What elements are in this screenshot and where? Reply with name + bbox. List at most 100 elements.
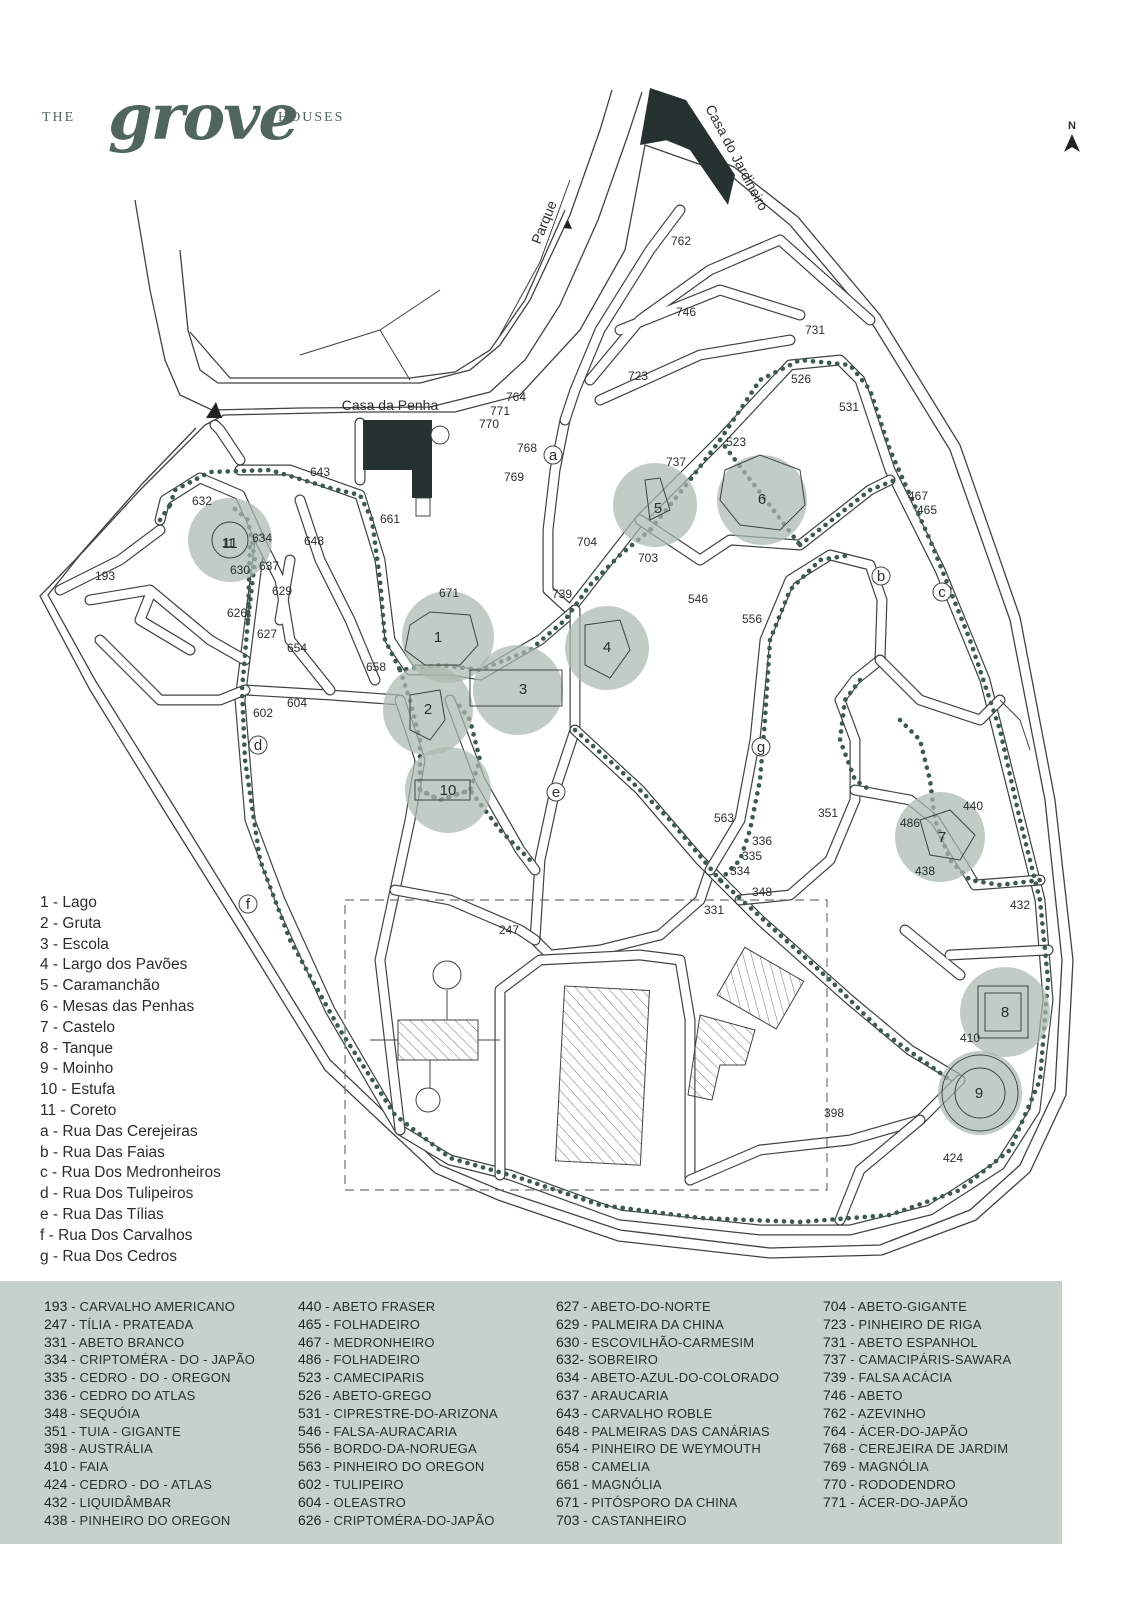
species-name: FALSA ACÁCIA — [858, 1370, 952, 1386]
species-separator: - — [846, 1387, 858, 1403]
species-name: RODODENDRO — [858, 1476, 956, 1492]
species-separator: - — [67, 1441, 79, 1457]
species-number: 762 — [823, 1404, 847, 1421]
tree-number-634: 634 — [252, 531, 272, 545]
species-row: 771 - ÁCER-DO-JAPÃO — [823, 1494, 1011, 1512]
tree-number-643: 643 — [310, 465, 330, 479]
species-name: CEDRO DO ATLAS — [79, 1387, 196, 1403]
species-number: 335 — [44, 1369, 68, 1386]
species-row: 523 - CAMECIPARIS — [298, 1369, 498, 1387]
species-separator: - — [321, 1316, 334, 1332]
species-separator: - — [579, 1334, 592, 1350]
legend-item: 11 - Coreto — [40, 1101, 117, 1119]
tree-number-193: 193 — [95, 569, 115, 583]
species-name: TULIPEIRO — [333, 1476, 404, 1492]
species-separator: - — [321, 1370, 334, 1386]
species-name: ABETO-GREGO — [332, 1387, 432, 1403]
species-number: 432 — [44, 1493, 68, 1510]
tree-number-731: 731 — [805, 323, 825, 337]
street-letter-d: d — [254, 737, 262, 754]
species-row: 637 - ARAUCARIA — [556, 1387, 779, 1405]
species-row: 739 - FALSA ACÁCIA — [823, 1369, 1011, 1387]
species-row: 424 - CEDRO - DO - ATLAS — [44, 1476, 255, 1494]
tree-number-531: 531 — [839, 400, 859, 414]
tree-number-247: 247 — [499, 923, 519, 937]
species-separator: - — [579, 1423, 592, 1439]
species-row: 410 - FAIA — [44, 1458, 255, 1476]
species-separator: - — [321, 1441, 334, 1457]
legend-item: 9 - Moinho — [40, 1060, 114, 1078]
species-name: MAGNÓLIA — [858, 1459, 929, 1475]
street-letter-a: a — [549, 447, 558, 464]
species-row: 627 - ABETO-DO-NORTE — [556, 1298, 779, 1316]
legend-item: c - Rua Dos Medronheiros — [40, 1164, 221, 1182]
species-row: 643 - CARVALHO ROBLE — [556, 1405, 779, 1423]
tree-number-771: 771 — [490, 404, 510, 418]
species-row: 348 - SEQUÓIA — [44, 1405, 255, 1423]
species-name: AUSTRÁLIA — [78, 1441, 153, 1457]
tree-number-526: 526 — [791, 372, 811, 386]
tree-number-351: 351 — [818, 806, 838, 820]
species-number: 658 — [556, 1458, 580, 1475]
tree-number-769: 769 — [504, 470, 524, 484]
species-separator: - — [321, 1494, 334, 1510]
species-separator: - — [321, 1299, 333, 1314]
poi-number-11: 11 — [222, 535, 238, 552]
species-name: OLEASTRO — [333, 1494, 406, 1510]
tree-number-739: 739 — [552, 587, 572, 601]
species-number: 731 — [823, 1333, 847, 1350]
species-name: ABETO-GIGANTE — [857, 1299, 968, 1314]
brand-prefix: THE — [42, 110, 76, 125]
species-number: 531 — [298, 1404, 322, 1421]
tree-number-556: 556 — [742, 612, 762, 626]
species-row: 467 - MEDRONHEIRO — [298, 1334, 498, 1352]
species-name: ESCOVILHÃO-CARMESIM — [591, 1334, 755, 1350]
parque-arrow-icon — [563, 220, 572, 229]
species-row: 602 - TULIPEIRO — [298, 1476, 498, 1494]
species-name: FALSA-AURACARIA — [333, 1423, 458, 1439]
tree-number-768: 768 — [517, 441, 537, 455]
species-number: 629 — [556, 1315, 580, 1332]
species-name: FOLHADEIRO — [333, 1352, 421, 1368]
species-name: CARVALHO AMERICANO — [79, 1299, 236, 1314]
species-row: 351 - TUIA - GIGANTE — [44, 1423, 255, 1441]
tree-number-486: 486 — [900, 816, 920, 830]
poi-number-1: 1 — [434, 629, 442, 646]
species-row: 336 - CEDRO DO ATLAS — [44, 1387, 255, 1405]
tree-number-335: 335 — [742, 849, 762, 863]
street-marker-a — [543, 445, 563, 465]
species-row: 762 - AZEVINHO — [823, 1405, 1011, 1423]
species-row: 654 - PINHEIRO DE WEYMOUTH — [556, 1440, 779, 1458]
species-separator: - — [579, 1512, 592, 1528]
species-name: CASTANHEIRO — [591, 1512, 687, 1528]
legend-item: a - Rua Das Cerejeiras — [40, 1122, 198, 1140]
street-letter-c: c — [938, 584, 946, 601]
tree-number-637: 637 — [259, 559, 279, 573]
species-number: 331 — [44, 1333, 68, 1350]
tree-number-348: 348 — [752, 885, 772, 899]
poi-number-2: 2 — [424, 701, 432, 718]
tree-number-465: 465 — [917, 503, 937, 517]
species-separator: - — [67, 1476, 80, 1492]
species-name: CARVALHO ROBLE — [591, 1405, 713, 1421]
tree-number-746: 746 — [676, 305, 696, 319]
species-name: AZEVINHO — [857, 1405, 926, 1421]
species-row: 531 - CIPRESTRE-DO-ARIZONA — [298, 1405, 498, 1423]
species-number: 626 — [298, 1511, 322, 1528]
species-name: ARAUCARIA — [590, 1387, 669, 1403]
entrance-arrow-icon — [206, 402, 222, 418]
species-separator: - — [67, 1316, 80, 1332]
species-number: 440 — [298, 1298, 322, 1314]
north-arrow-icon: N — [1060, 120, 1084, 157]
species-row: 193 - CARVALHO AMERICANO — [44, 1298, 255, 1316]
street-marker-g — [751, 737, 771, 757]
species-separator: - — [67, 1512, 80, 1528]
species-name: SOBREIRO — [587, 1352, 659, 1368]
species-number: 634 — [556, 1369, 580, 1386]
brand-name: grove — [108, 80, 299, 155]
